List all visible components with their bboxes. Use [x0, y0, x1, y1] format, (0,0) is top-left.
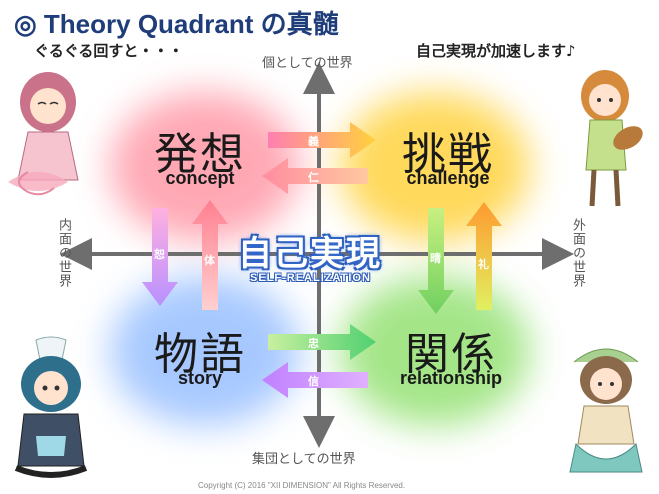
- arrow-challenge-to-relationship: [418, 208, 454, 314]
- quadrant-story-jp: 物語: [154, 329, 246, 380]
- arrow-challenge-to-concept: [262, 158, 368, 194]
- arrow-concept-to-challenge: [268, 122, 376, 158]
- axis-label-bottom: 集団としての世界: [252, 452, 356, 467]
- quadrant-challenge-jp: 挑戦: [402, 129, 494, 180]
- quadrant-concept-jp: 発想: [154, 129, 246, 180]
- quadrant-challenge-en: challenge: [406, 168, 490, 188]
- arrow-relationship-to-challenge: [466, 202, 502, 310]
- axis-label-left: 内面の世界: [56, 218, 71, 288]
- arrow-label-jin: 仁: [308, 171, 319, 184]
- arrow-label-tai: 体: [204, 254, 215, 267]
- axis-label-top: 個としての世界: [262, 56, 353, 71]
- axis-label-right: 外面の世界: [570, 218, 585, 288]
- quadrant-concept-en: concept: [165, 168, 235, 188]
- character-concept-illustration: [8, 72, 79, 196]
- arrow-label-chu: 忠: [308, 337, 319, 350]
- arrow-label-shin: 信: [308, 375, 319, 388]
- quadrant-story-en: story: [177, 368, 222, 388]
- quadrant-relationship-en: relationship: [399, 368, 502, 388]
- subtitle-right: 自己実現が加速します♪: [416, 42, 576, 60]
- subtitle-left: ぐるぐる回すと・・・: [34, 42, 184, 60]
- arrow-concept-to-story: [142, 208, 178, 306]
- arrow-label-gi: 義: [308, 135, 319, 148]
- character-relationship-illustration: [569, 348, 643, 473]
- arrow-label-rei: 礼: [478, 258, 489, 271]
- arrow-story-to-relationship: [268, 324, 376, 360]
- center-label-jp: 自己実現: [238, 234, 382, 274]
- center-label-en: SELF-REALIZATION: [250, 272, 371, 284]
- character-challenge-illustration: [581, 70, 643, 207]
- arrow-label-jo: 恕: [154, 248, 165, 261]
- copyright-text: Copyright (C) 2016 "XII DIMENSION" All R…: [198, 481, 406, 490]
- page-title: ◎ Theory Quadrant の真髄: [14, 9, 339, 39]
- arrow-label-sei: 晴: [430, 252, 441, 265]
- character-story-illustration: [14, 336, 88, 478]
- arrow-story-to-concept: [192, 200, 228, 310]
- quadrant-relationship-jp: 関係: [405, 329, 497, 380]
- arrow-relationship-to-story: [262, 362, 368, 398]
